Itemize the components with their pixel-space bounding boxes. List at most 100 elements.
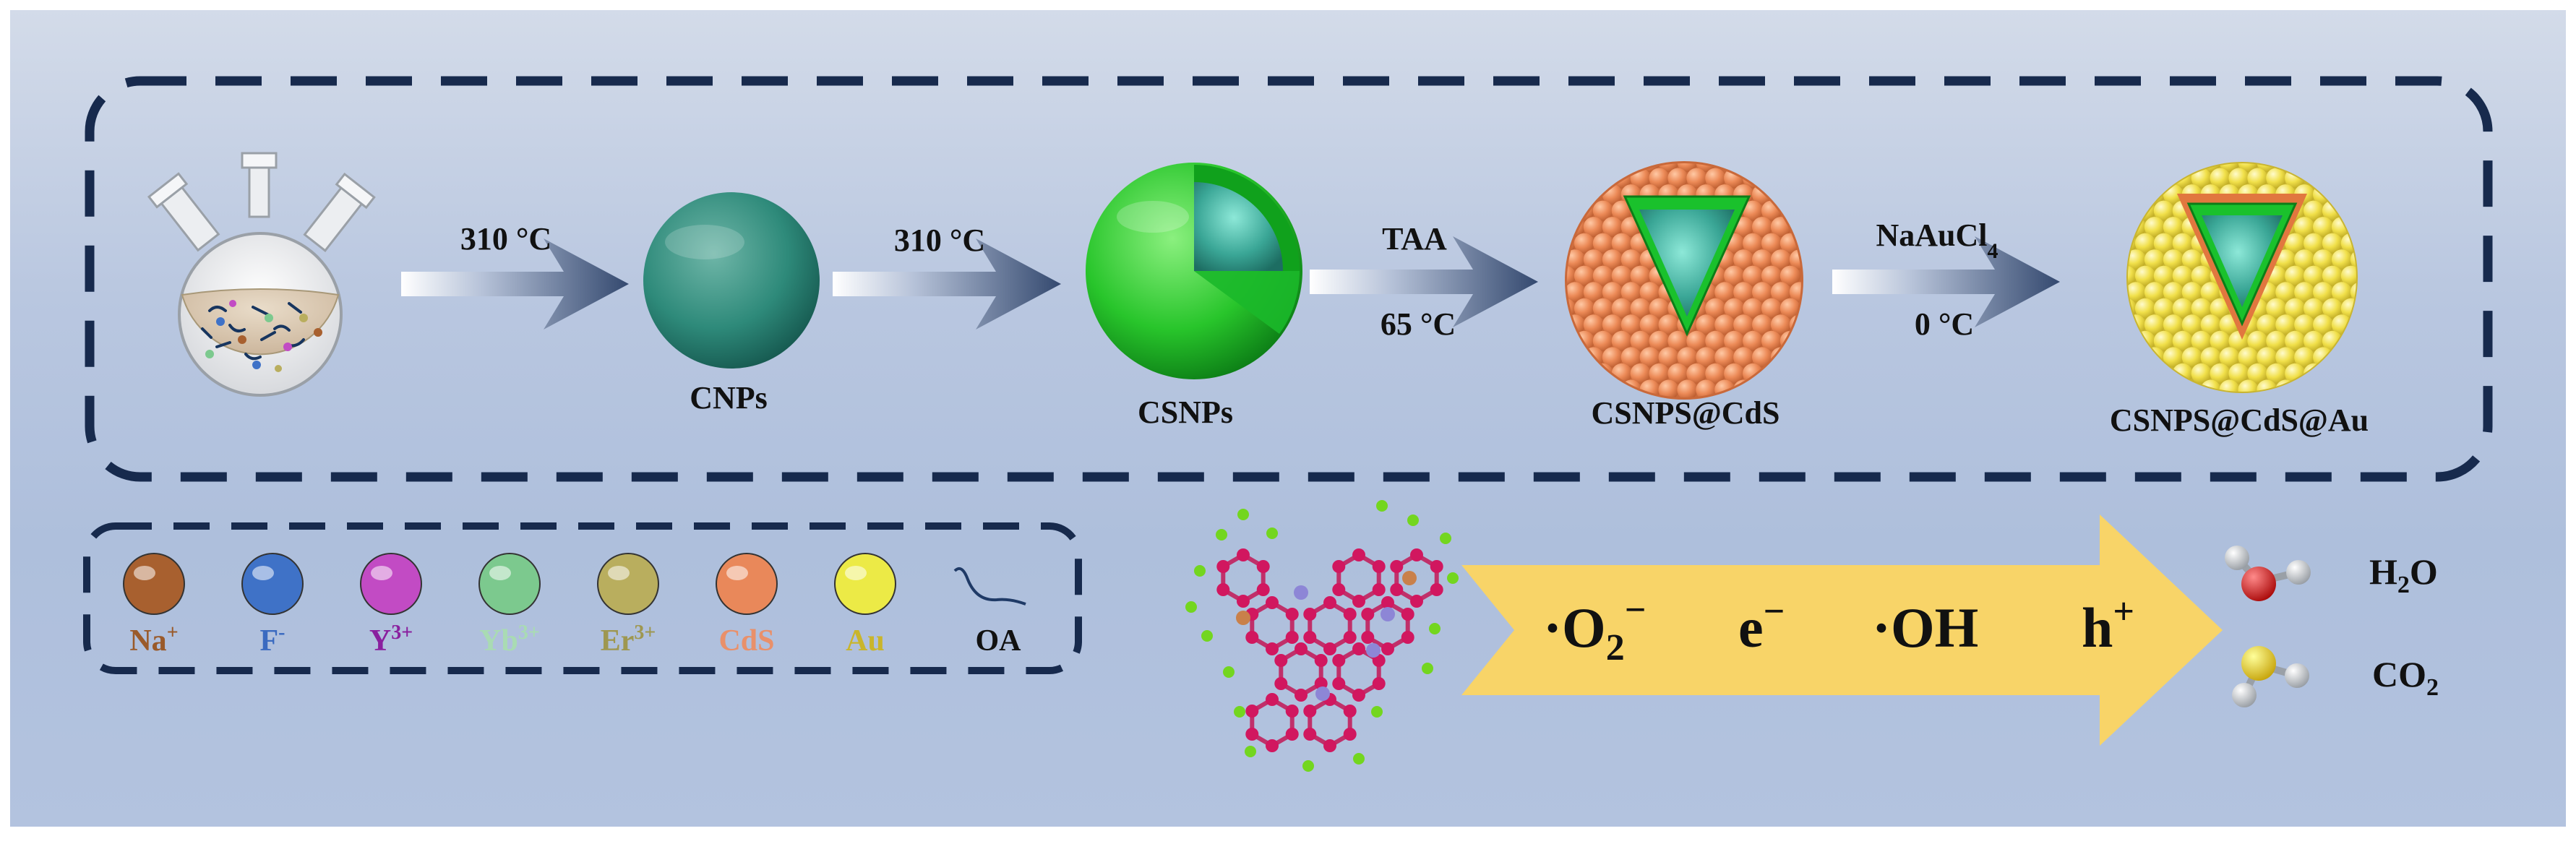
shell-bead xyxy=(1724,298,1745,319)
shell-bead xyxy=(2322,298,2343,319)
legend-swatch-highlight xyxy=(134,566,155,580)
cof-h-atom xyxy=(1447,572,1459,584)
cof-atom xyxy=(1352,548,1365,561)
cof-h-atom xyxy=(1302,760,1314,772)
shell-bead xyxy=(1620,347,1641,368)
shell-bead xyxy=(2128,282,2146,303)
shell-bead xyxy=(1733,314,1754,335)
shell-bead xyxy=(1602,314,1623,335)
water-molecule xyxy=(2225,546,2311,601)
shell-bead xyxy=(1696,163,1717,172)
shell-bead xyxy=(1779,265,1800,286)
charge-carrier-arrow xyxy=(1461,514,2223,746)
shell-bead xyxy=(2210,363,2231,384)
shell-bead xyxy=(2228,330,2249,351)
shell-bead xyxy=(1770,249,1791,270)
shell-bead xyxy=(2181,347,2202,368)
shell-bead xyxy=(1583,282,1604,303)
arrow-1 xyxy=(401,238,629,330)
shell-bead xyxy=(1752,347,1772,368)
shell-bead xyxy=(1602,347,1623,368)
cof-atom xyxy=(1245,631,1259,644)
cof-n-atom xyxy=(1366,643,1381,658)
shell-bead xyxy=(2247,330,2268,351)
shell-bead xyxy=(2304,233,2324,254)
legend-label: F- xyxy=(260,621,285,658)
shell-bead xyxy=(2294,347,2315,368)
shell-bead xyxy=(2304,265,2324,286)
arrow4-bottom-label: 0 °C xyxy=(1915,306,1974,342)
shell-bead xyxy=(2304,298,2324,319)
shell-bead xyxy=(2294,314,2315,335)
legend-label: Y3+ xyxy=(369,621,413,658)
shell-bead xyxy=(1724,363,1745,384)
cof-b-atom xyxy=(1402,571,1417,585)
shell-bead xyxy=(1630,265,1651,286)
shell-bead xyxy=(1649,168,1670,189)
arrow1-label: 310 °C xyxy=(460,221,551,257)
co2-molecule xyxy=(2232,646,2309,707)
shell-bead xyxy=(1602,249,1623,270)
legend-label: CdS xyxy=(718,624,774,658)
shell-bead xyxy=(1592,265,1613,286)
shell-bead xyxy=(2134,233,2155,254)
cof-atom xyxy=(1237,595,1250,608)
shell-bead xyxy=(2313,249,2333,270)
shell-bead xyxy=(2200,282,2221,303)
shell-bead xyxy=(1567,282,1585,303)
shell-bead xyxy=(1705,298,1726,319)
cof-atom xyxy=(1372,583,1386,596)
shell-bead xyxy=(2294,217,2315,238)
shell-bead xyxy=(1592,330,1613,351)
shell-bead xyxy=(1696,314,1717,335)
cof-atom xyxy=(1237,548,1250,561)
shell-bead xyxy=(2322,233,2343,254)
cof-h-atom xyxy=(1422,663,1433,674)
cof-atom xyxy=(1352,689,1365,702)
legend-oa-chain xyxy=(953,567,1026,606)
cof-atom xyxy=(1266,642,1279,655)
shell-bead xyxy=(1686,168,1707,189)
legend-swatch-highlight xyxy=(608,566,630,580)
arrow-2 xyxy=(833,238,1061,330)
shell-bead xyxy=(2144,249,2165,270)
shell-bead xyxy=(2181,249,2202,270)
shell-bead xyxy=(1639,347,1660,368)
legend-swatch xyxy=(241,553,304,615)
shell-bead xyxy=(2210,168,2231,189)
shell-bead xyxy=(2275,282,2296,303)
shell-bead xyxy=(2266,363,2287,384)
shell-bead xyxy=(1677,379,1698,397)
shell-bead xyxy=(1667,330,1688,351)
shell-bead xyxy=(2163,314,2184,335)
shell-bead xyxy=(2200,347,2221,368)
shell-bead xyxy=(1667,168,1688,189)
shell-bead xyxy=(1724,330,1745,351)
shell-bead xyxy=(2128,249,2146,270)
shell-bead xyxy=(2163,282,2184,303)
shell-bead xyxy=(1592,200,1613,221)
cof-atom xyxy=(1430,560,1443,573)
cof-atom xyxy=(1274,677,1288,690)
arrow-4 xyxy=(1832,236,2060,327)
shell-bead xyxy=(2153,233,2174,254)
cof-n-atom xyxy=(1315,686,1330,701)
shell-bead xyxy=(1752,217,1772,238)
three-neck-flask xyxy=(147,152,376,397)
shell-bead xyxy=(1620,249,1641,270)
shell-bead xyxy=(2163,249,2184,270)
shell-bead xyxy=(2191,265,2212,286)
shell-bead xyxy=(2153,265,2174,286)
shell-bead xyxy=(1743,200,1763,221)
shell-bead xyxy=(1761,233,1782,254)
arrow2-label: 310 °C xyxy=(894,223,985,258)
shell-bead xyxy=(2172,330,2193,351)
shell-bead xyxy=(1611,233,1632,254)
cof-atom xyxy=(1285,705,1299,718)
shell-bead xyxy=(2257,347,2277,368)
shell-bead xyxy=(1658,347,1679,368)
shell-bead xyxy=(1733,249,1754,270)
cds-coated-sphere xyxy=(1565,161,1803,400)
shell-bead xyxy=(1705,363,1726,384)
